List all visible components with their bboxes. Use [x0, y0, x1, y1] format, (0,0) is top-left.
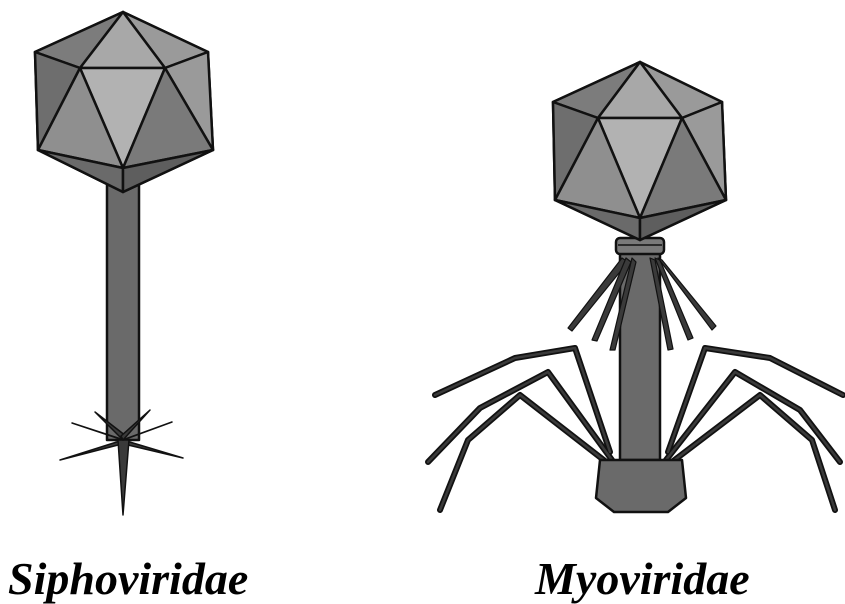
myoviridae-label: Myoviridae: [535, 556, 750, 602]
siphoviridae-label: Siphoviridae: [8, 556, 248, 602]
sipho-capsid-head: [35, 12, 213, 192]
myovirus-phage-icon: [428, 62, 843, 512]
myo-baseplate: [596, 460, 686, 512]
sipho-tail: [107, 185, 139, 440]
siphovirus-phage-icon: [35, 12, 213, 515]
myo-capsid-head: [553, 62, 726, 240]
